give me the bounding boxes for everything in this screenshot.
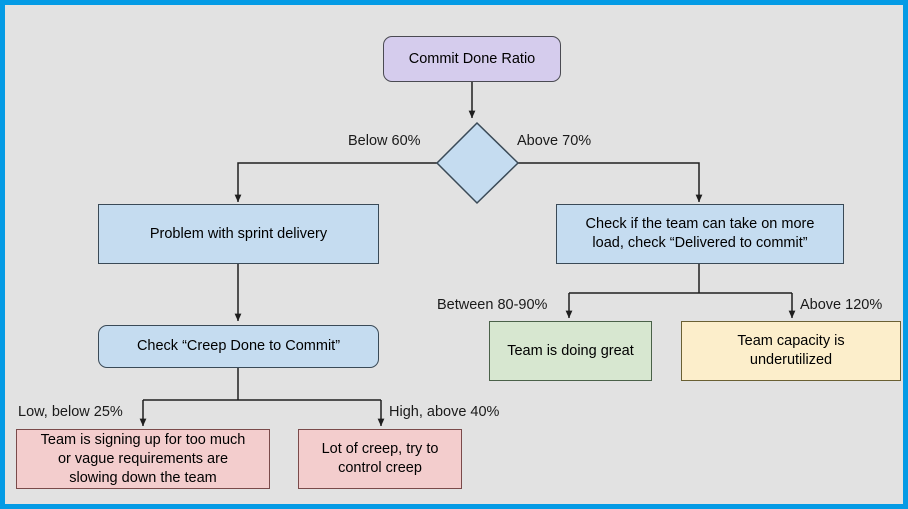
- edge-decision-to-problem: [234, 162, 437, 203]
- node-team-is-doing-great[interactable]: Team is doing great: [489, 321, 652, 381]
- node-check-creep-done-to-commit[interactable]: Check “Creep Done to Commit”: [98, 325, 379, 368]
- node-team-capacity-underutilized-label: Team capacity is underutilized: [737, 332, 844, 370]
- decision-diamond: [435, 121, 520, 205]
- node-lot-of-creep-line2: control creep: [338, 460, 422, 476]
- node-team-capacity-underutilized-line1: Team capacity is: [737, 333, 845, 349]
- edge-decision-to-check-team: [517, 162, 703, 203]
- node-team-capacity-underutilized-line2: underutilized: [749, 352, 833, 368]
- node-check-team-load-label: Check if the team can take on more load,…: [586, 215, 815, 253]
- connector-layer: [139, 82, 796, 427]
- node-team-signing-up-too-much[interactable]: Team is signing up for too much or vague…: [16, 429, 270, 489]
- node-problem-with-sprint-delivery[interactable]: Problem with sprint delivery: [98, 204, 379, 264]
- node-team-signing-up-too-much-line3: slowing down the team: [69, 469, 217, 486]
- node-check-creep-done-to-commit-label: Check “Creep Done to Commit”: [136, 338, 341, 354]
- node-commit-done-ratio[interactable]: Commit Done Ratio: [383, 36, 561, 82]
- edge-label-above-120: Above 120%: [800, 297, 883, 313]
- node-team-capacity-underutilized[interactable]: Team capacity is underutilized: [681, 321, 901, 381]
- edge-label-above-70: Above 70%: [517, 133, 592, 149]
- edge-label-low-below-25: Low, below 25%: [18, 404, 123, 420]
- node-check-team-load[interactable]: Check if the team can take on more load,…: [556, 204, 844, 264]
- node-lot-of-creep[interactable]: Lot of creep, try to control creep: [298, 429, 462, 489]
- node-check-team-load-line2: load, check “Delivered to commit”: [592, 235, 808, 251]
- edge-label-between-80-90: Between 80-90%: [437, 297, 548, 313]
- node-problem-with-sprint-delivery-label: Problem with sprint delivery: [149, 225, 328, 242]
- node-team-signing-up-too-much-label: Team is signing up for too much or vague…: [41, 431, 246, 488]
- edge-label-high-above-40: High, above 40%: [389, 404, 500, 420]
- node-team-signing-up-too-much-line1: Team is signing up for too much: [40, 431, 246, 448]
- node-check-team-load-line1: Check if the team can take on more: [585, 216, 815, 232]
- node-team-is-doing-great-label: Team is doing great: [507, 342, 634, 359]
- node-lot-of-creep-label: Lot of creep, try to control creep: [322, 440, 439, 478]
- edge-label-below-60: Below 60%: [348, 133, 421, 149]
- node-lot-of-creep-line1: Lot of creep, try to: [321, 441, 439, 457]
- node-team-signing-up-too-much-line2: or vague requirements are: [57, 450, 229, 467]
- node-commit-done-ratio-label: Commit Done Ratio: [408, 50, 536, 67]
